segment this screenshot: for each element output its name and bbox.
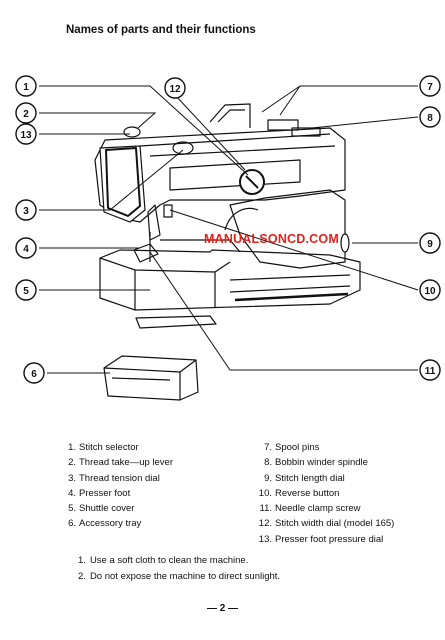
callout-7: 7	[427, 82, 433, 93]
watermark: MANUALSONCD.COM	[204, 232, 339, 246]
list-item: 1.Use a soft cloth to clean the machine.	[78, 555, 249, 566]
callout-1: 1	[23, 82, 29, 93]
machine-bed	[99, 249, 361, 311]
sewing-machine-diagram: 1 2 13 3 4 5 6 12 7 8 9 10 11	[15, 75, 441, 401]
list-item: 10.Reverse button	[258, 487, 340, 499]
accessory-tray	[103, 355, 199, 401]
machine-pillar	[229, 189, 346, 269]
list-item: 13.Presser foot pressure dial	[258, 533, 384, 545]
list-item: 12.Stitch width dial (model 165)	[258, 518, 395, 530]
parts-list-left: 1.Stitch selector 2.Thread take—up lever…	[62, 440, 173, 532]
callout-2: 2	[23, 109, 29, 120]
callout-5: 5	[23, 286, 29, 297]
parts-list-right: 7.Spool pins 8.Bobbin winder spindle 9.S…	[258, 440, 395, 547]
callout-12: 12	[169, 84, 181, 95]
callout-10: 10	[424, 286, 436, 297]
list-item: 8.Bobbin winder spindle	[264, 457, 368, 469]
list-item: 4.Presser foot	[68, 487, 131, 499]
list-item: 3.Thread tension dial	[68, 472, 160, 484]
page-number: — 2 —	[206, 603, 239, 614]
callout-6: 6	[31, 369, 37, 380]
callout-9: 9	[427, 239, 433, 250]
callout-11: 11	[425, 366, 436, 377]
callout-3: 3	[23, 206, 29, 217]
list-item: 2.Do not expose the machine to direct su…	[78, 571, 281, 582]
page-title: Names of parts and their functions	[66, 24, 256, 36]
list-item: 1.Stitch selector	[68, 442, 139, 453]
machine-arm	[94, 127, 346, 223]
list-item: 7.Spool pins	[264, 442, 320, 453]
list-item: 6.Accessory tray	[68, 518, 142, 530]
callout-13: 13	[20, 130, 32, 141]
machine-faceplate	[99, 145, 146, 223]
list-item: 2.Thread take—up lever	[68, 457, 173, 469]
list-item: 5.Shuttle cover	[68, 503, 135, 515]
list-item: 9.Stitch length dial	[264, 472, 345, 484]
callout-8: 8	[427, 113, 433, 124]
care-notes: 1.Use a soft cloth to clean the machine.…	[78, 553, 280, 585]
list-item: 11.Needle clamp screw	[259, 503, 361, 515]
callout-4: 4	[23, 244, 29, 255]
